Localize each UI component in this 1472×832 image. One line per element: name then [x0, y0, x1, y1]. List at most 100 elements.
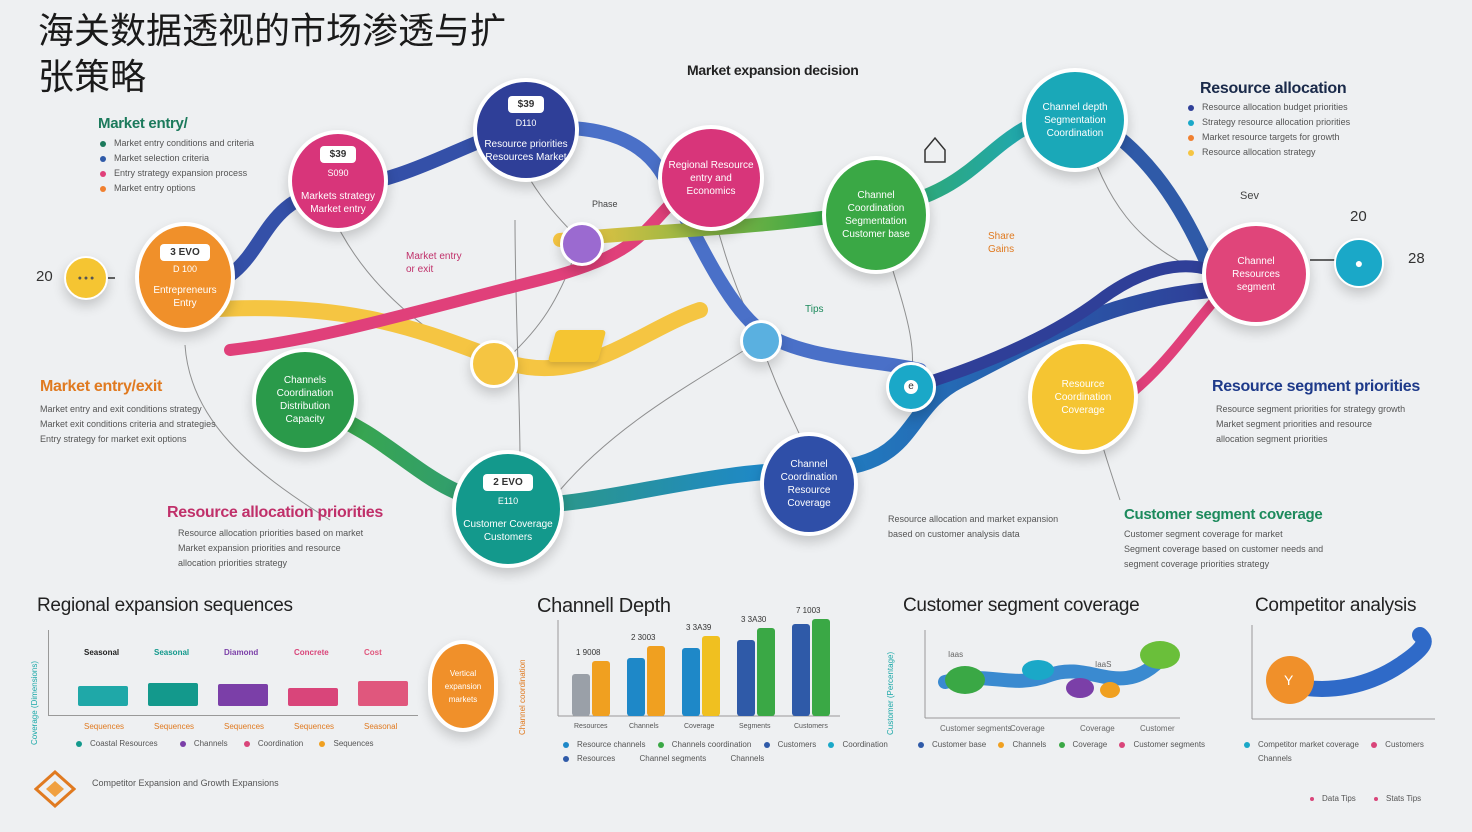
market-entry-list: Market entry conditions and criteria Mar… — [100, 136, 254, 196]
regional-bar[interactable] — [288, 688, 338, 706]
list-item: Market entry options — [100, 181, 254, 196]
channel-data-label: 3 3A30 — [741, 615, 767, 624]
channel-legend: Resource channels Channels coordination … — [563, 740, 888, 749]
annotation: Phase — [592, 199, 618, 209]
regional-x-label: Seasonal — [364, 722, 398, 731]
number-label: 28 — [1408, 250, 1425, 267]
channel-legend: Resources Channel segments Channels — [563, 754, 764, 763]
regional-top-label: Cost — [364, 648, 382, 657]
node-resource-coordination[interactable]: Resource Coordination Coverage — [1028, 340, 1138, 454]
list-item: Market entry conditions and criteria — [100, 136, 254, 151]
customer-segment-coverage-heading: Customer segment coverage — [1124, 506, 1323, 523]
node-channels-distribution[interactable]: Channels Coordination Distribution Capac… — [252, 348, 358, 452]
orb-teal[interactable]: e — [886, 362, 936, 412]
decision-heading: Market expansion decision — [687, 62, 859, 78]
node-small-yellow[interactable]: ● ● ● — [64, 256, 108, 300]
customer-chart-heading: Customer segment coverage — [903, 595, 1140, 616]
competitor-chart: Y — [1251, 625, 1435, 720]
channel-bar — [737, 640, 755, 716]
channel-bar — [592, 661, 610, 716]
regional-badge[interactable]: Vertical expansion markets — [428, 640, 498, 732]
logo-icon — [34, 770, 76, 808]
node-markets-strategy[interactable]: $39 S090 Markets strategy Market entry — [288, 130, 388, 232]
node-small-teal[interactable]: ● — [1334, 238, 1384, 288]
resource-allocation-list: Resource allocation budget priorities St… — [1188, 100, 1350, 160]
channel-bar — [757, 628, 775, 716]
orb-blue[interactable] — [740, 320, 782, 362]
resource-allocation-heading: Resource allocation — [1200, 80, 1347, 97]
channel-x-label: Resources — [574, 723, 608, 730]
regional-bar[interactable] — [78, 686, 128, 706]
regional-bar[interactable] — [148, 683, 198, 706]
orb-yellow[interactable] — [470, 340, 518, 388]
channel-bar — [627, 658, 645, 716]
regional-x-label: Sequences — [154, 722, 195, 731]
regional-top-label: Concrete — [294, 648, 329, 657]
list-item: Market selection criteria — [100, 151, 254, 166]
regional-x-label: Sequences — [84, 722, 125, 731]
regional-x-label: Sequences — [294, 722, 335, 731]
resource-segment-priorities-heading: Resource segment priorities — [1212, 378, 1420, 395]
competitor-heading: Competitor analysis — [1255, 595, 1417, 616]
market-entry-exit-heading: Market entry/exit — [40, 378, 163, 395]
regional-x-label: Sequences — [224, 722, 265, 731]
channel-data-label: 7 1003 — [796, 606, 821, 615]
customer-legend: Customer base Channels Coverage Customer… — [918, 740, 1205, 749]
channel-bar — [647, 646, 665, 716]
resource-allocation-priorities-heading: Resource allocation priorities — [167, 504, 383, 521]
node-entrepreneurs[interactable]: 3 EVO D 100 Entrepreneurs Entry — [135, 222, 235, 332]
regional-bar[interactable] — [358, 681, 408, 706]
node-customer-coverage[interactable]: 2 EVO E110 Customer Coverage Customers — [452, 450, 564, 568]
node-regional-resource[interactable]: Regional Resource entry and Economics — [658, 125, 764, 231]
node-channel-resources[interactable]: Channel Resources segment — [1202, 222, 1310, 326]
regional-heading: Regional expansion sequences — [37, 595, 293, 616]
annotation: Tips — [805, 304, 824, 315]
channel-bar — [812, 619, 830, 716]
channel-x-label: Coverage — [684, 723, 714, 730]
customer-segment-coverage-text: Customer segment coverage for market Seg… — [1124, 529, 1324, 569]
orb-purple[interactable] — [560, 222, 604, 266]
list-item: Entry strategy expansion process — [100, 166, 254, 181]
channel-data-label: 1 9008 — [576, 648, 601, 657]
number-label: 20 — [1350, 208, 1367, 225]
number-label: 20 — [36, 268, 53, 285]
resource-segment-priorities-text: Resource segment priorities for strategy… — [1216, 404, 1406, 444]
footer-right: Data Tips Stats Tips — [1310, 794, 1421, 803]
svg-text:Y: Y — [1284, 672, 1294, 688]
channel-bar — [682, 648, 700, 716]
customer-coverage-chart — [924, 630, 1180, 719]
channel-vlabel: Channel coordination — [518, 659, 527, 735]
competitor-legend: Competitor market coverage Customers — [1244, 740, 1424, 749]
regional-bar[interactable] — [218, 684, 268, 706]
node-channel-depth[interactable]: Channel depth Segmentation Coordination — [1022, 68, 1128, 172]
regional-axis — [48, 715, 418, 716]
channel-bar — [572, 674, 590, 716]
page-title: 海关数据透视的市场渗透与扩张策略 — [38, 10, 507, 97]
list-item: Resource allocation budget priorities — [1188, 100, 1350, 115]
regional-legend: Coastal Resources Channels Coordination … — [76, 739, 374, 748]
node-channel-resource-coverage[interactable]: Channel Coordination Resource Coverage — [760, 432, 858, 536]
regional-vlabel: Coverage (Dimensions) — [30, 660, 39, 745]
annotation: Sev — [1240, 190, 1259, 202]
channel-heading: Channell Depth — [537, 595, 671, 617]
list-item: Resource allocation strategy — [1188, 145, 1350, 160]
market-entry-exit-text: Market entry and exit conditions strateg… — [40, 404, 216, 444]
channel-data-label: 3 3A39 — [686, 623, 712, 632]
channel-bar — [792, 624, 810, 716]
market-entry-heading: Market entry/ — [98, 115, 188, 132]
list-item: Strategy resource allocation priorities — [1188, 115, 1350, 130]
channel-bar — [702, 636, 720, 716]
channel-x-label: Customers — [794, 723, 828, 730]
regional-top-label: Seasonal — [154, 648, 190, 657]
resource-allocation-priorities-text: Resource allocation priorities based on … — [178, 528, 364, 568]
regional-top-label: Seasonal — [84, 648, 120, 657]
node-resource-priorities[interactable]: $39 D110 Resource priorities Resources M… — [473, 78, 579, 182]
footer-text: Competitor Expansion and Growth Expansio… — [92, 778, 279, 788]
regional-axis — [48, 630, 49, 715]
node-channel-coordination[interactable]: Channel Coordination Segmentation Custom… — [822, 156, 930, 274]
regional-top-label: Diamond — [224, 648, 259, 657]
arrow-tag-icon — [547, 330, 607, 362]
